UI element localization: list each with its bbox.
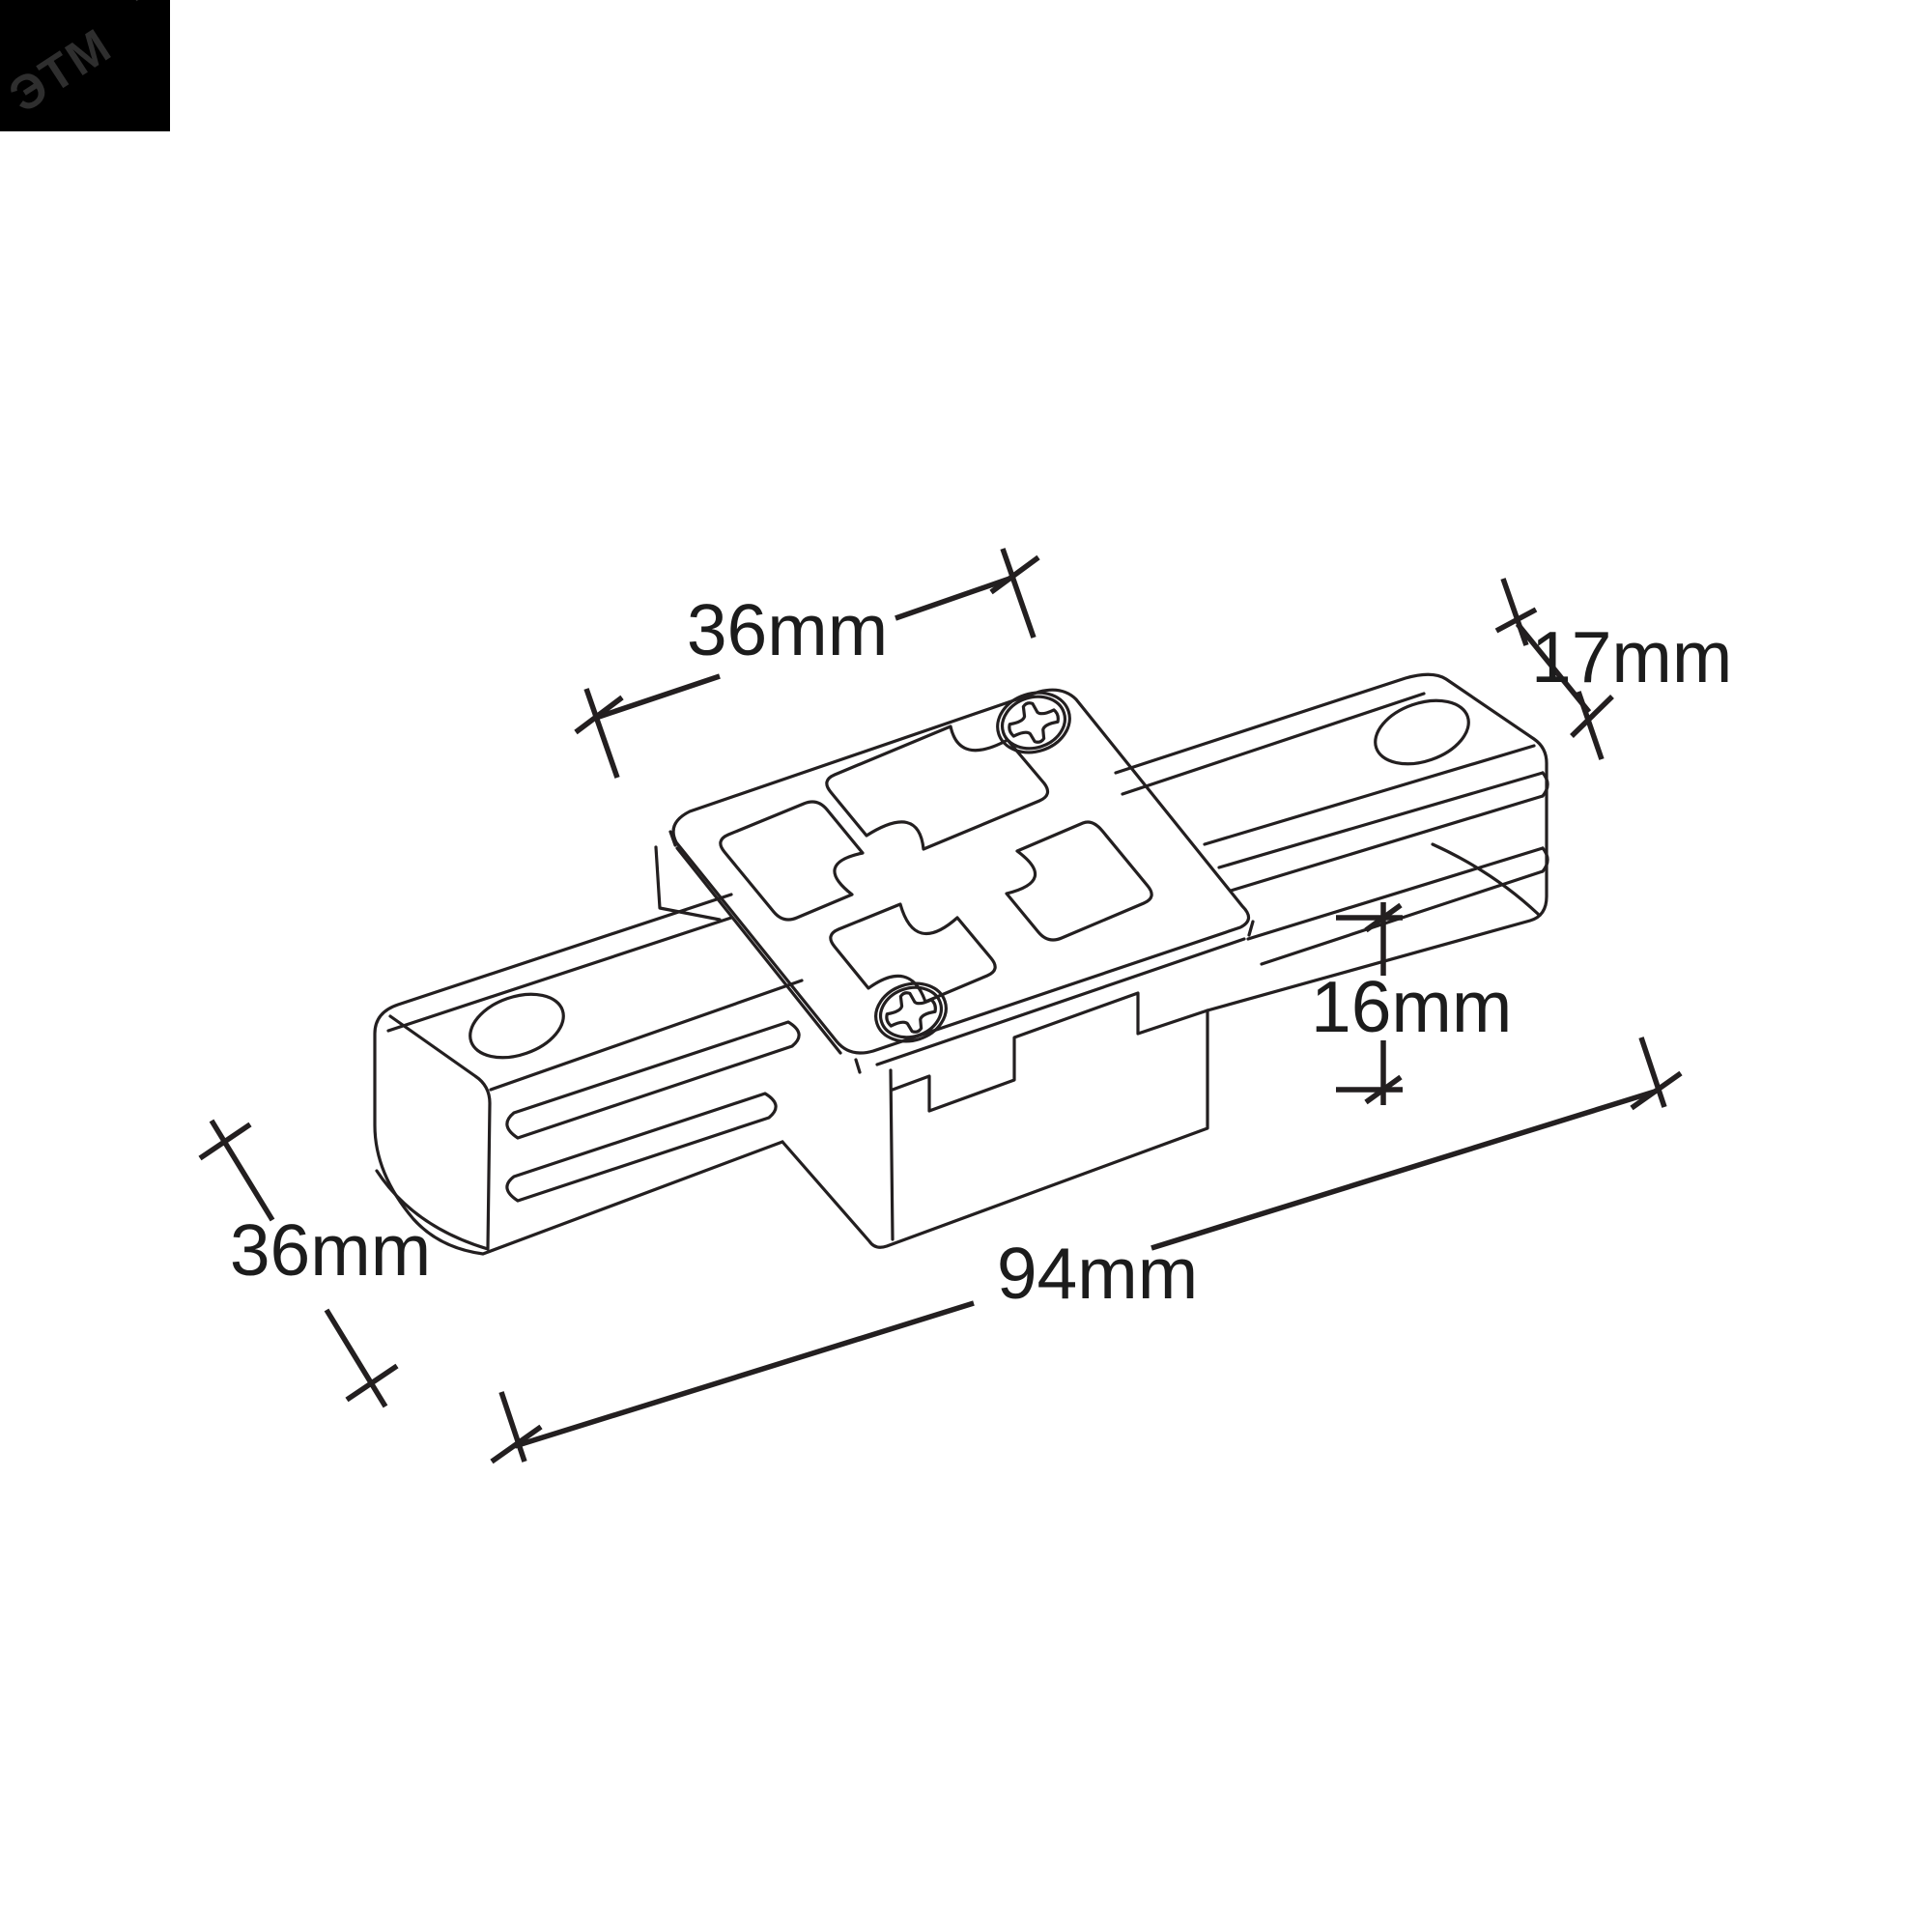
plate-recess-left (719, 800, 865, 922)
tick-mark (1494, 607, 1614, 738)
phillips-screw-icon (874, 981, 948, 1043)
right-arm (1114, 672, 1549, 1012)
top-plate (668, 688, 1255, 1074)
dimension-label-top-width: 36mm (687, 589, 888, 670)
dimension-label-body-depth: 36mm (230, 1209, 431, 1291)
right-arm-back-ledge-line (1121, 692, 1426, 796)
tick-mark (574, 554, 1040, 735)
tick-mark (490, 1070, 1683, 1464)
dimension-line (595, 575, 1013, 721)
dimension-label-overall-length: 94mm (997, 1233, 1198, 1314)
body-left-sliver-face (654, 845, 722, 922)
dimension-top-width: 36mm (574, 548, 1040, 779)
right-arm-front-top-edge (1203, 744, 1536, 846)
left-arm-end-bottom-edge (375, 1169, 490, 1251)
left-arm-groove-upper (505, 1020, 801, 1140)
plate-thickness-right-edge (875, 937, 1246, 1066)
right-arm-groove-upper-top (1217, 771, 1545, 869)
screw-cross-slot (885, 991, 937, 1034)
left-arm-front-top-edge (489, 979, 804, 1092)
dimension-line (1515, 622, 1592, 714)
right-arm-groove-upper-bottom (1229, 794, 1545, 893)
extension-bar (1336, 915, 1403, 1093)
dimension-label-arm-width: 17mm (1531, 616, 1732, 697)
mounting-hole-left (469, 992, 565, 1060)
tick-mark (1364, 902, 1403, 1105)
plate-outline (671, 688, 1251, 1055)
plate-corner-tick-right (1247, 920, 1255, 937)
screw-head-outer (996, 691, 1071, 754)
logo-background (0, 0, 170, 131)
right-arm-groove-upper-endcap (1541, 771, 1549, 798)
right-arm-end-bottom-edge (1431, 842, 1540, 916)
dimension-line (209, 1119, 388, 1408)
body-notched-top-edge (891, 991, 1209, 1113)
screw-head-inner (1001, 695, 1066, 751)
dimension-body-height: 16mm (1311, 902, 1512, 1105)
connector-body (654, 845, 1209, 1249)
tick-mark (198, 1122, 399, 1403)
witness-line (1500, 578, 1605, 760)
screw-head-outer (874, 981, 948, 1043)
phillips-screw-icon (996, 691, 1071, 754)
dimension-arm-width: 17mm (1494, 578, 1732, 760)
screw-head-inner (879, 985, 943, 1039)
left-arm-end-top-edge (388, 1014, 492, 1250)
plate-corner-tick-bottom (854, 1058, 862, 1074)
plate-recess-right (1005, 820, 1153, 942)
body-front-corner-edge (889, 1068, 895, 1241)
left-arm-back-ledge-line (386, 916, 733, 1033)
mounting-hole-right (1374, 698, 1470, 766)
left-arm-groove-lower (505, 1092, 778, 1203)
brand-logo: ЭТМ (0, 0, 170, 131)
witness-line (583, 548, 1037, 779)
right-arm-outline (1114, 672, 1548, 1012)
screw-cross-slot (1008, 701, 1060, 744)
right-arm-groove-lower-endcap (1541, 846, 1549, 873)
body-outline (781, 1009, 1209, 1249)
plate-corner-tick-left (668, 830, 677, 847)
plate-recess-top (825, 724, 1050, 851)
witness-line (498, 1037, 1667, 1463)
right-arm-groove-lower-top (1246, 846, 1545, 941)
dimension-line (514, 1089, 1656, 1449)
dimension-body-depth: 36mm (198, 1119, 431, 1408)
dimension-label-body-height: 16mm (1311, 966, 1512, 1047)
left-arm (373, 893, 804, 1256)
left-arm-outline (373, 893, 784, 1256)
plate-recess-bottom (829, 902, 997, 1004)
plate-thickness-left-edge (675, 846, 842, 1055)
dimension-overall-length: 94mm (490, 1037, 1683, 1464)
